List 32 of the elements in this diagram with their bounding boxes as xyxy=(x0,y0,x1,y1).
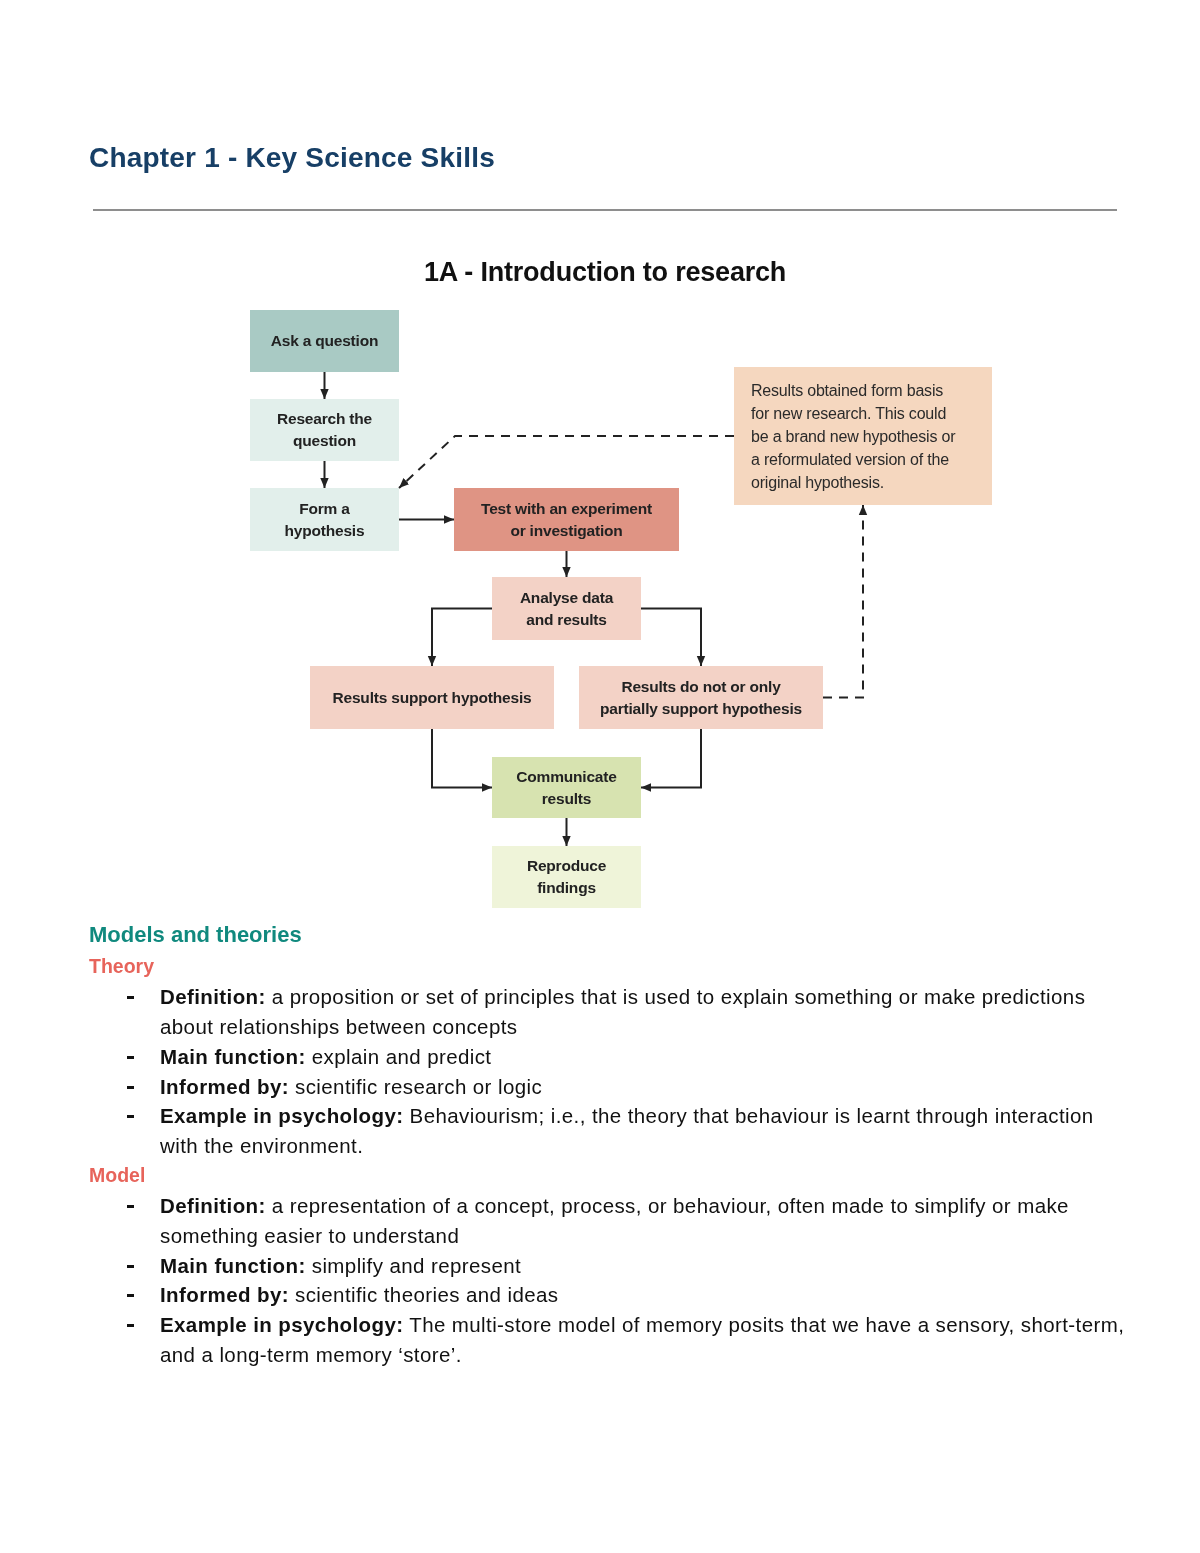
process-box: Results support hypothesis xyxy=(310,666,554,729)
arrow xyxy=(640,607,706,667)
arrow xyxy=(431,728,493,792)
bullet-text: Example in psychology: The multi-store model of memory posits that we have a sensory, short-term, and a long-term memory ‘store’. xyxy=(160,1312,1126,1368)
process-box: Communicate results xyxy=(492,757,641,818)
process-box: Test with an experiment or investigation xyxy=(454,488,679,551)
arrow xyxy=(398,515,455,524)
arrow xyxy=(562,817,571,847)
process-box: Ask a question xyxy=(250,310,399,372)
process-box: Research the question xyxy=(250,399,399,461)
dashed-arrow xyxy=(398,435,735,489)
process-box: Analyse data and results xyxy=(492,577,641,640)
dashed-arrow xyxy=(822,504,868,699)
note-box: Results obtained form basis for new research. This could be a brand new hypothesis or a reformulated version of the original hypothesis. xyxy=(734,367,992,505)
subheading: Model xyxy=(89,1162,146,1188)
arrow xyxy=(562,550,571,578)
bullet-text: Example in psychology: Behaviourism; i.e., the theory that behaviour is learnt through interaction with the environment. xyxy=(160,1103,1095,1159)
bullet-text: Main function: explain and predict xyxy=(160,1043,493,1070)
process-box: Reproduce findings xyxy=(492,846,641,908)
arrow xyxy=(320,371,329,400)
arrow xyxy=(427,607,493,667)
process-box: Results do not or only partially support hypothesis xyxy=(579,666,823,729)
section-heading: Models and theories xyxy=(89,921,302,949)
process-box: Form a hypothesis xyxy=(250,488,399,551)
bullet-text: Main function: simplify and represent xyxy=(160,1252,523,1279)
chapter-heading: Chapter 1 - Key Science Skills xyxy=(89,142,495,174)
arrow xyxy=(640,728,702,792)
bullet-text: Informed by: scientific research or logic xyxy=(160,1073,544,1100)
subheading: Theory xyxy=(89,953,154,979)
arrow xyxy=(320,460,329,489)
bullet-text: Informed by: scientific theories and ideas xyxy=(160,1282,560,1309)
diagram-heading: 1A - Introduction to research xyxy=(423,257,787,287)
